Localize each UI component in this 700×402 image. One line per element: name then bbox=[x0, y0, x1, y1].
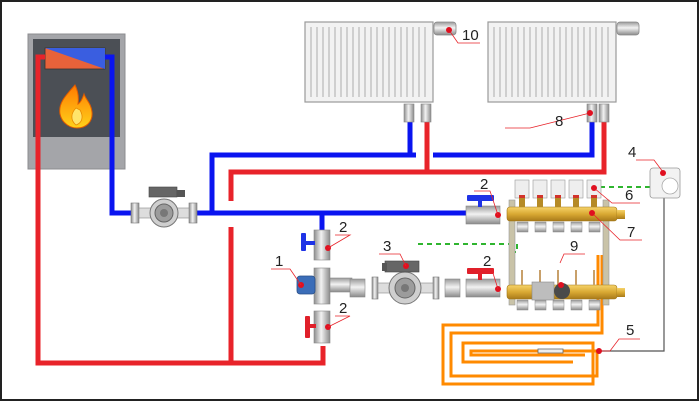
radiator-right-supply-valve bbox=[598, 103, 610, 123]
heat-exchanger-cold-side bbox=[45, 48, 105, 69]
floor-sensor bbox=[537, 348, 564, 354]
manifold-bracket bbox=[508, 199, 516, 306]
callout-9: 9 bbox=[570, 238, 578, 255]
flow-meters bbox=[521, 270, 595, 285]
callout-2-return-mixer: 2 bbox=[339, 219, 347, 236]
sensor-block bbox=[531, 281, 555, 301]
manifold-bracket bbox=[602, 199, 610, 306]
radiator-left-return-valve bbox=[403, 103, 415, 123]
callout-1: 1 bbox=[275, 253, 283, 270]
main-pump bbox=[130, 186, 198, 228]
callout-2-return-manifold: 2 bbox=[480, 176, 488, 193]
three-way-valve bbox=[296, 267, 353, 305]
return-pipe-boiler bbox=[105, 54, 134, 216]
thermostatic-head bbox=[433, 21, 457, 36]
ball-valve-return-mixer bbox=[301, 229, 331, 261]
return-pipe-radiator-right bbox=[433, 122, 595, 158]
supply-pipe-boiler bbox=[35, 54, 326, 366]
manifold-upper-bar bbox=[506, 206, 618, 222]
callout-6: 6 bbox=[625, 187, 633, 204]
thermostatic-head-right bbox=[616, 21, 640, 36]
union-fitting bbox=[349, 278, 366, 298]
room-thermostat bbox=[649, 167, 681, 199]
callout-2-supply-manifold: 2 bbox=[483, 253, 491, 270]
manifold-outlets bbox=[516, 221, 601, 311]
callout-7: 7 bbox=[627, 224, 635, 241]
pipes bbox=[35, 54, 665, 366]
radiator-left-supply-valve bbox=[420, 103, 432, 123]
callout-4: 4 bbox=[628, 144, 636, 161]
leader-lines bbox=[271, 29, 664, 352]
supply-pipe-radiators bbox=[228, 120, 607, 201]
marker-dots bbox=[446, 27, 666, 354]
callout-10: 10 bbox=[462, 27, 479, 44]
callout-8: 8 bbox=[555, 113, 563, 130]
return-pipe-radiators bbox=[209, 152, 416, 213]
callout-5: 5 bbox=[626, 322, 634, 339]
callout-3: 3 bbox=[383, 238, 391, 255]
temperature-sensor bbox=[554, 283, 570, 299]
circulation-pump bbox=[371, 260, 440, 305]
callout-2-supply-mixer: 2 bbox=[339, 300, 347, 317]
union-fitting bbox=[444, 278, 461, 298]
ball-valve-return-manifold bbox=[465, 195, 501, 225]
underfloor-heating-loop bbox=[441, 255, 604, 386]
manifold bbox=[506, 179, 625, 311]
manifold-end-cap bbox=[617, 288, 625, 297]
flame-icon bbox=[59, 84, 93, 129]
manifold-end-cap bbox=[617, 210, 625, 219]
